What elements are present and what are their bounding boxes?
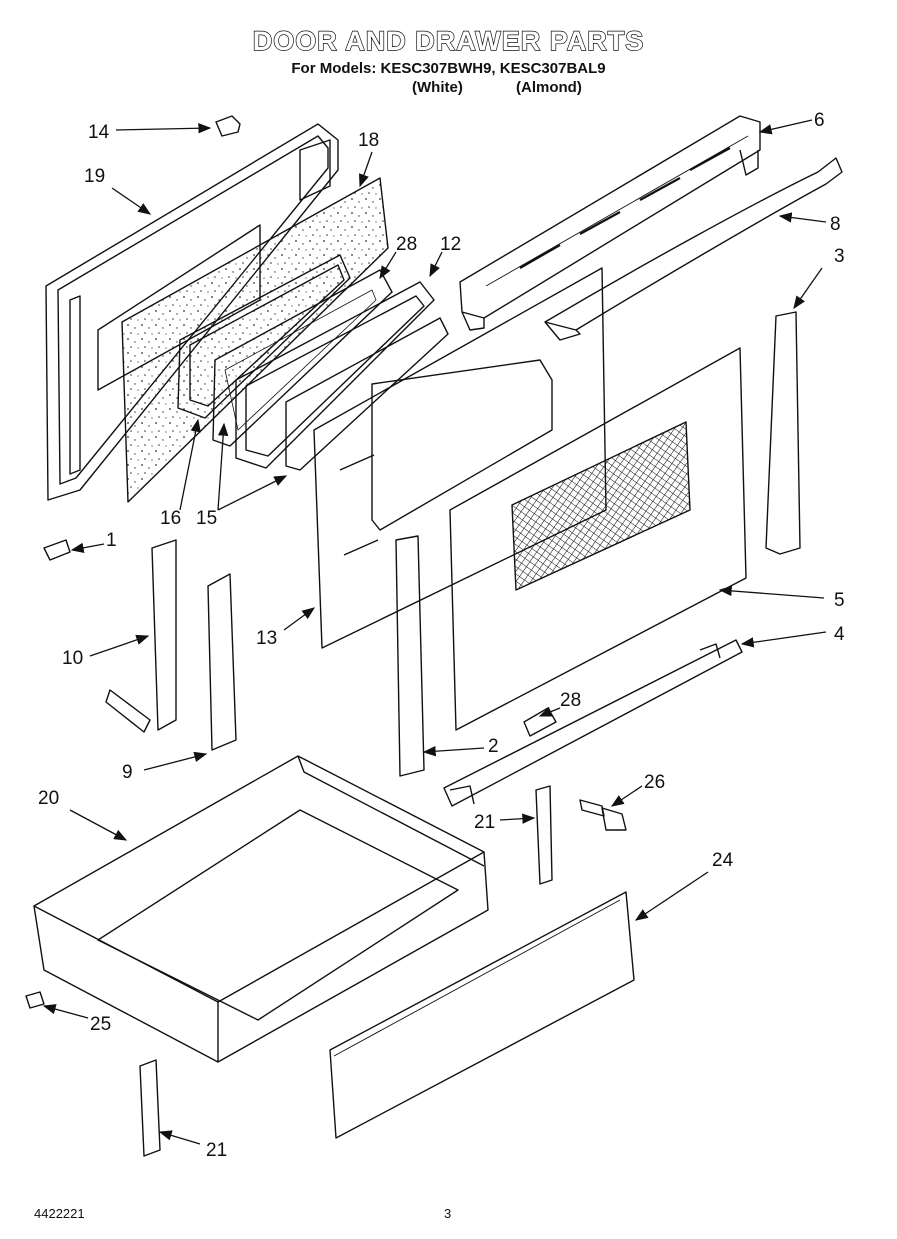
callout-28-lower: 28	[560, 690, 581, 711]
door-handle	[544, 157, 843, 341]
callout-6: 6	[814, 110, 825, 131]
callout-numbers: 14 18 19 28 12 6 8 3 16 15 1 10 13 5 4 9…	[38, 110, 845, 1161]
drawer-bumper	[25, 991, 45, 1009]
callout-28: 28	[396, 234, 417, 255]
glass-frame	[235, 281, 435, 469]
model-subtitle: For Models: KESC307BWH9, KESC307BAL9	[291, 60, 606, 77]
callout-10: 10	[62, 648, 83, 669]
drawer-roller	[579, 799, 627, 831]
drawer-body	[33, 755, 489, 1063]
callout-9: 9	[122, 762, 133, 783]
drawer-front-panel	[329, 891, 635, 1139]
callout-13: 13	[256, 628, 277, 649]
door-insulation	[121, 177, 389, 503]
callout-21-lower: 21	[206, 1140, 227, 1161]
callout-15: 15	[196, 508, 217, 529]
callout-21-upper: 21	[474, 812, 495, 833]
callout-26: 26	[644, 772, 665, 793]
door-clip	[43, 539, 71, 561]
callout-5: 5	[834, 590, 845, 611]
callout-20: 20	[38, 788, 59, 809]
variant-white-label: (White)	[412, 79, 463, 96]
callout-leaders	[42, 119, 827, 1145]
callout-24: 24	[712, 850, 734, 871]
door-bumper	[215, 115, 241, 137]
callout-18: 18	[358, 130, 379, 151]
door-gasket	[177, 254, 351, 419]
page-title: DOOR AND DRAWER PARTS	[252, 25, 645, 56]
callout-8: 8	[830, 214, 841, 235]
drawer-rail-upper	[535, 785, 553, 885]
page-number: 3	[444, 1206, 452, 1221]
callout-25: 25	[90, 1014, 111, 1035]
variant-almond-label: (Almond)	[516, 79, 582, 96]
callout-1: 1	[106, 530, 117, 551]
door-spacer	[207, 573, 237, 751]
callout-3: 3	[834, 246, 845, 267]
callout-4: 4	[834, 624, 845, 645]
drawer-rail-lower	[139, 1059, 161, 1157]
right-side-trim	[765, 311, 801, 555]
callout-16: 16	[160, 508, 181, 529]
callout-19: 19	[84, 166, 105, 187]
document-number: 4422221	[34, 1206, 85, 1221]
inner-glass-panel	[212, 269, 393, 447]
vent-trim	[459, 115, 761, 331]
left-side-trim	[395, 535, 425, 777]
callout-2: 2	[488, 736, 499, 757]
door-glass	[285, 317, 449, 471]
door-hinge	[105, 539, 177, 733]
hinge-plate	[443, 639, 743, 807]
outer-door-glass	[449, 347, 747, 731]
callout-14: 14	[88, 122, 110, 143]
callout-12: 12	[440, 234, 461, 255]
